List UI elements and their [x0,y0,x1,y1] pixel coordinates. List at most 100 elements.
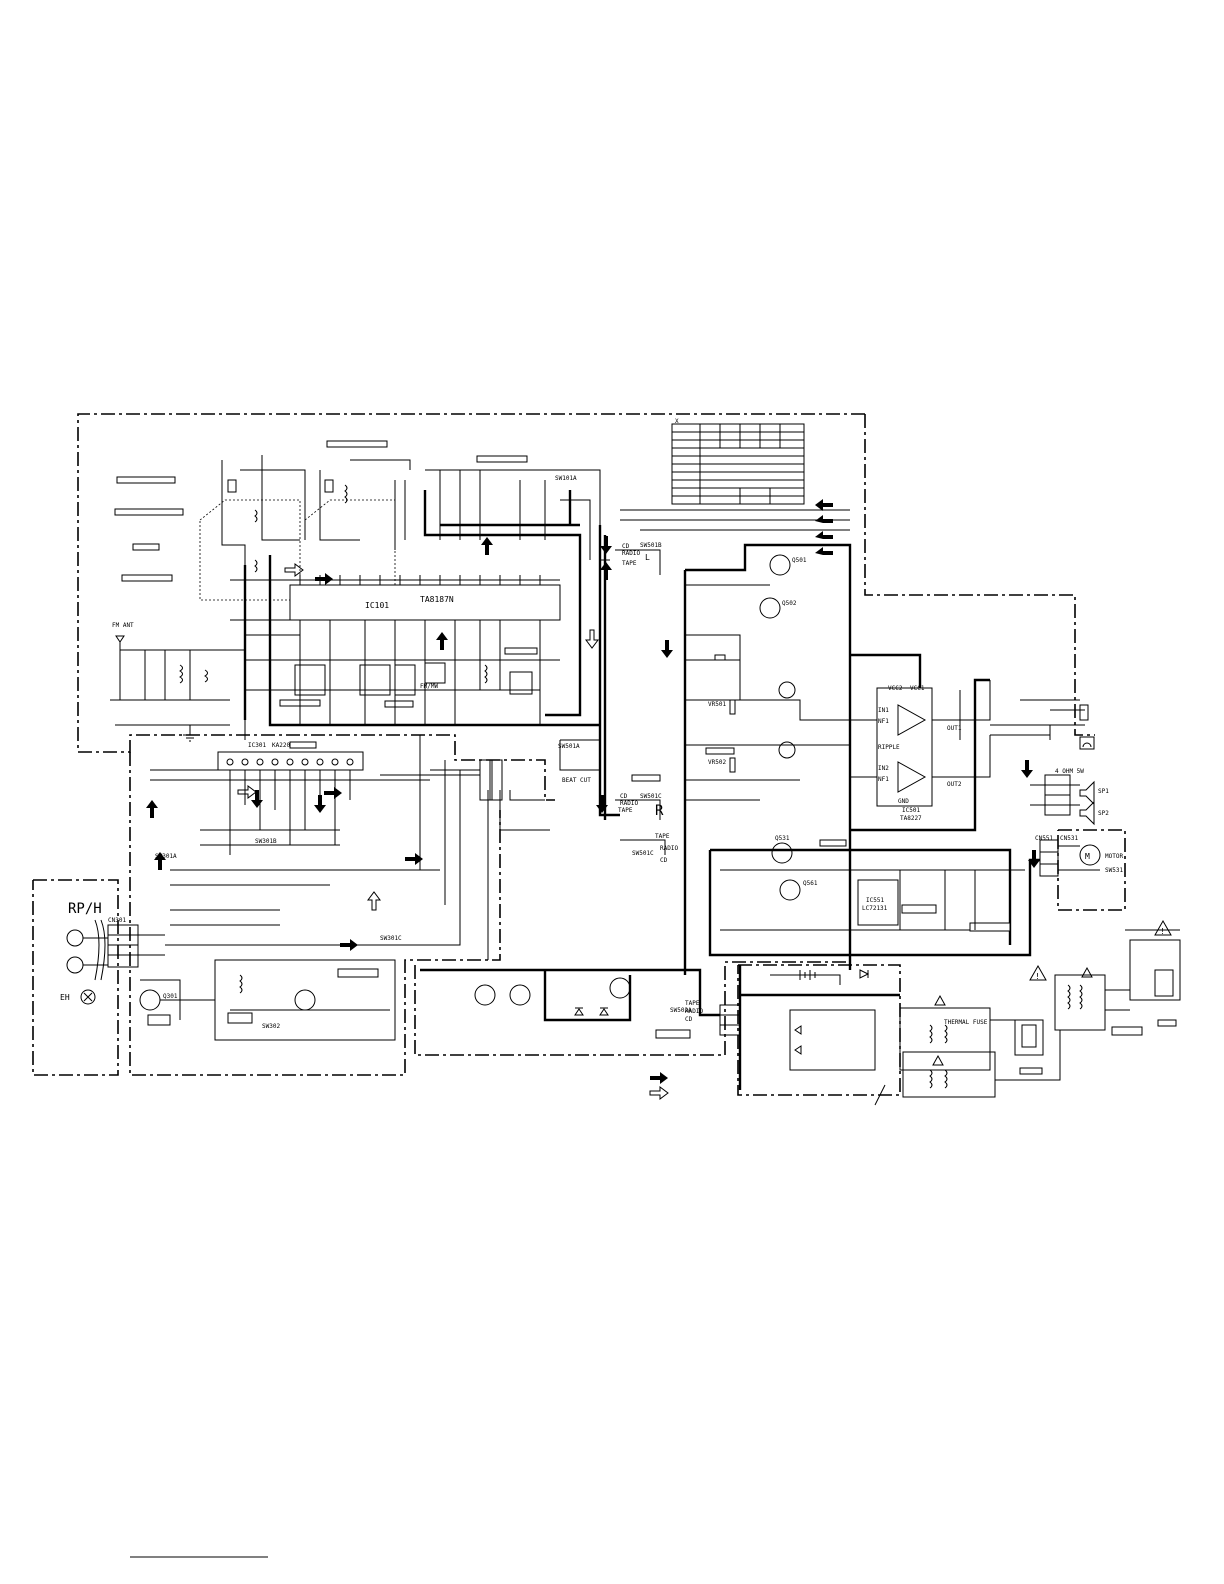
mains-transformer-box [1054,974,1106,1031]
ic501-label: IC501 [902,807,920,814]
rectifier-diode-icon-2 [794,1045,802,1055]
sw-radio-label-top: RADIO [622,550,640,557]
label-box-11 [705,747,735,755]
transformer-box-2 [902,1051,996,1098]
coil-l104-icon [344,484,348,504]
block-borders [32,413,1126,1096]
fet-q504-icon [778,741,796,759]
vr501-label: VR501 [708,701,726,708]
vr502-label: VR502 [708,759,726,766]
ic101-chip: IC101 TA8187N [289,575,561,640]
arrow-up-icon-3 [436,632,448,650]
ic501-vcc2-label: VCC2 [888,685,903,692]
sw502-tape-label: TAPE [685,1000,700,1007]
legend-playback-arrow-icon [650,1072,668,1084]
battery-icon [799,970,816,980]
label-box-3 [132,543,160,551]
mains-coil-icon [1067,984,1071,1010]
bias-sub-block [214,959,396,1041]
sw-radio-label-bottom: RADIO [620,800,638,807]
sw501a-label: SW501A [558,743,580,750]
ground-icon [183,734,197,742]
headphone-arc-icon [1082,742,1092,748]
head-ch1-icon [66,929,84,947]
arrow-down-icon-7 [314,795,326,813]
label-box-12 [631,774,661,782]
transistor-q401-icon [474,984,496,1006]
coil-t104-icon [484,664,488,684]
label-box-21 [1111,1026,1143,1036]
beat-cut-label: BEAT CUT [562,777,591,784]
preamp-stage: Q501 Q502 VR501 VR502 [631,543,852,975]
label-box-18 [337,968,379,978]
warning-mark-2: ! [1160,927,1165,936]
power-supply: SW502A TAPE RADIO CD [420,965,900,1090]
ic501-in1-label: IN1 [878,707,889,714]
ic551-label: IC551 [866,897,884,904]
rp-head-block-border [32,879,119,1076]
ic101-part: TA8187N [420,595,454,604]
tuner-transformers: SW101A FM/MW [227,475,577,696]
ceramic-filter-icon [424,662,446,684]
sw301b-label: SW301B [255,838,277,845]
sw501c-label: SW501C [640,793,662,800]
rp-h-label: RP/H [68,901,102,917]
fet-q503-icon [778,681,796,699]
transistor-q501-icon [769,554,791,576]
pot-vr502-icon [729,757,736,773]
cn301-label: CN301 [108,917,126,924]
legend [649,1072,669,1100]
resistor-r503-icon [714,654,726,661]
headphone-jack-icon [1079,704,1089,721]
eh-label: EH [60,993,70,1002]
transformer-t103-icon [394,664,416,696]
diode-d401-icon [859,969,870,979]
connector-cn301-icon [479,759,493,801]
warning-icon-small-2 [932,1054,944,1066]
channel-l-label: L [645,553,650,562]
sw101a-label: SW101A [555,475,577,482]
sw-tape-label-3: TAPE [655,833,670,840]
warning-icon-large-2 [1154,919,1172,936]
connector-cn401-icon [719,1004,741,1036]
label-box-14 [969,922,1011,932]
zener-d402-icon [599,1007,609,1016]
arrow-left-icon-2 [815,515,833,523]
arrow-right-icon [315,573,333,585]
mains-coil-icon-2 [1079,984,1083,1010]
label-box-13 [901,904,937,914]
sw-tape-label-bottom: TAPE [618,807,633,814]
connector-cn302-icon [489,759,503,801]
arrow-up-icon-2 [481,537,493,555]
arrow-down-outline-icon [585,629,599,649]
arrow-up-outline-icon [367,891,381,911]
ic501-ripple-label: RIPPLE [878,744,900,751]
cn551-label: CN551 [1035,835,1053,842]
ic301-part: KA2209 [272,742,294,749]
tape-preamp: IC301 KA2209 [146,735,550,960]
tuner-bus-lines [243,490,620,820]
zener-d401-icon [574,1007,584,1016]
sw501b-label: SW501B [640,542,662,549]
ic501-part: TA8227 [900,815,922,822]
tape-block-border [129,752,501,1076]
coil-l101-icon [179,664,183,684]
sw-tape-label-top: TAPE [622,560,637,567]
speaker-section: SP1 SP2 4 OHM 5W [1030,768,1109,826]
motor-block-border [1057,829,1126,911]
amp-ch1-icon [897,704,927,736]
q531-label: Q531 [775,835,790,842]
capacitor-group-icon [509,671,533,695]
sw502a-label: SW502A [670,1007,692,1014]
pot-vr501-icon [729,699,736,715]
coil-l105-icon [254,559,258,573]
label-box-6 [476,455,528,463]
transistor-q531-icon [771,842,793,864]
mode-table: X [671,418,805,505]
transformer-coil-icon-3 [929,1069,933,1089]
tuner-shield [199,499,301,601]
q502-label: Q502 [782,600,797,607]
shield-wire-icon-2 [100,919,106,981]
power-block-border [414,961,850,1056]
label-box-8 [504,647,538,655]
